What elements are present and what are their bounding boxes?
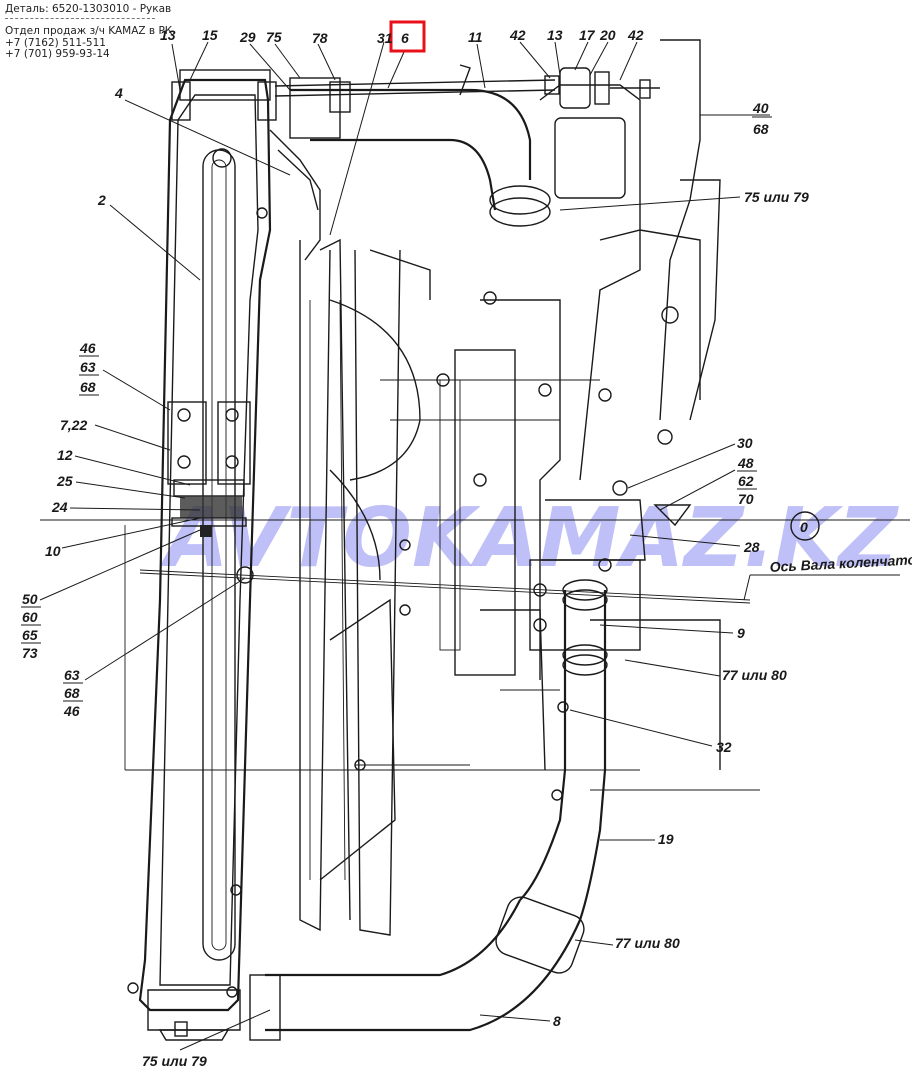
zero-reference-circle	[790, 511, 820, 541]
label-highlight: 6	[401, 30, 409, 46]
label-31: 31	[377, 30, 393, 46]
label-62: 62	[738, 473, 754, 489]
label-20: 20	[599, 27, 616, 43]
label-8: 8	[553, 1013, 561, 1029]
label-0: 0	[800, 519, 808, 535]
frame-lines	[40, 519, 910, 791]
label-63b: 63	[64, 667, 80, 683]
sales-department: Отдел продаж з/ч KAMAZ в РК	[5, 25, 173, 37]
label-75or79a: 75 или 79	[744, 189, 809, 205]
highlight-box	[389, 20, 426, 53]
label-77or80b: 77 или 80	[615, 935, 680, 951]
label-60: 60	[22, 609, 38, 625]
engine-block	[354, 39, 721, 771]
header-divider	[5, 18, 155, 19]
label-11: 11	[468, 29, 483, 45]
detail-title: Деталь: 6520-1303010 - Рукав	[5, 3, 172, 15]
label-75a: 75	[266, 29, 282, 45]
label-4: 4	[114, 85, 123, 101]
label-12: 12	[57, 447, 73, 463]
label-29: 29	[239, 29, 256, 45]
label-30: 30	[737, 435, 753, 451]
label-40: 40	[752, 100, 769, 116]
fan-shroud	[299, 238, 431, 936]
label-17: 17	[579, 27, 596, 43]
label-28: 28	[743, 539, 760, 555]
watermark: AVTOKAMAZ.KZ	[159, 491, 899, 586]
label-77or80a: 77 или 80	[722, 667, 787, 683]
upper-hose	[289, 64, 551, 227]
label-19: 19	[658, 831, 674, 847]
label-24: 24	[51, 499, 68, 515]
label-2: 2	[97, 192, 106, 208]
label-68b: 68	[80, 379, 96, 395]
label-73: 73	[22, 645, 38, 661]
label-25: 25	[56, 473, 73, 489]
phone-number-2: +7 (701) 959-93-14	[5, 48, 110, 60]
label-13b: 13	[547, 27, 563, 43]
label-9: 9	[737, 625, 745, 641]
label-70: 70	[738, 491, 754, 507]
phone-number-1: +7 (7162) 511-511	[5, 37, 106, 49]
label-13a: 13	[160, 27, 176, 43]
label-68c: 68	[64, 685, 80, 701]
label-46a: 46	[79, 340, 96, 356]
label-32: 32	[716, 739, 732, 755]
label-75or79b: 75 или 79	[142, 1053, 207, 1069]
label-78: 78	[312, 30, 328, 46]
part-labels: 13 15 29 75 78 31 11 42 13 17 20 42 4 40…	[21, 27, 912, 1069]
label-48: 48	[737, 455, 754, 471]
label-7-22: 7,22	[60, 417, 87, 433]
label-42a: 42	[509, 27, 526, 43]
label-50: 50	[22, 591, 38, 607]
tie-rod	[274, 67, 660, 109]
label-42b: 42	[627, 27, 644, 43]
radiator	[127, 69, 321, 1041]
label-46b: 46	[63, 703, 80, 719]
label-68a: 68	[753, 121, 769, 137]
label-10: 10	[45, 543, 61, 559]
label-65: 65	[22, 627, 38, 643]
label-15: 15	[202, 27, 218, 43]
label-63a: 63	[80, 359, 96, 375]
lower-hose	[249, 579, 608, 1041]
leader-lines	[39, 41, 900, 1051]
